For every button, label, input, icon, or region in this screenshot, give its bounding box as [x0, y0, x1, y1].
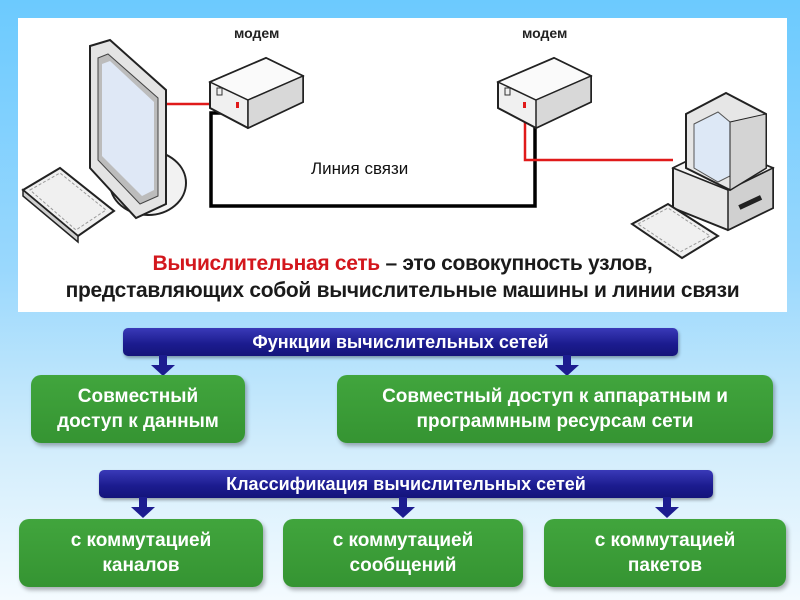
arrow-down-icon	[391, 497, 415, 518]
classification-header: Классификация вычислительных сетей	[99, 470, 713, 498]
function-box-line-2: программным ресурсам сети	[416, 411, 694, 432]
classification-box-line-2: сообщений	[349, 555, 457, 576]
network-definition: Вычислительная сеть – это совокупность у…	[18, 250, 787, 304]
function-box-line-1: Совместный доступ к аппаратным и	[382, 386, 728, 407]
classification-box-packet-switching: с коммутацией пакетов	[544, 519, 786, 587]
modem-right-icon	[496, 56, 593, 130]
function-box-shared-data: Совместный доступ к данным	[31, 375, 245, 443]
modem-left-label: модем	[234, 25, 280, 41]
classification-box-line-2: каналов	[102, 555, 180, 576]
definition-term: Вычислительная сеть	[152, 252, 381, 275]
classification-box-line-1: с коммутацией	[594, 530, 736, 551]
function-box-line-1: Совместный	[77, 386, 199, 407]
network-illustration	[21, 38, 775, 260]
classification-box-line-1: с коммутацией	[70, 530, 212, 551]
keyboard-right-icon	[630, 202, 720, 260]
keyboard-icon	[21, 166, 116, 244]
definition-text-1: – это совокупность узлов,	[379, 252, 653, 275]
arrow-down-icon	[555, 355, 579, 376]
modem-left-icon	[208, 56, 305, 130]
black-cable	[209, 110, 537, 208]
classification-box-line-2: пакетов	[627, 555, 703, 576]
network-illustration-panel: модем модем Линия связи Вычислительная с…	[18, 18, 787, 312]
arrow-down-icon	[151, 355, 175, 376]
monitor-icon	[89, 38, 187, 220]
functions-header: Функции вычислительных сетей	[123, 328, 678, 356]
definition-line-1: Вычислительная сеть – это совокупность у…	[18, 250, 787, 277]
arrow-down-icon	[655, 497, 679, 518]
classification-box-message-switching: с коммутацией сообщений	[283, 519, 523, 587]
arrow-down-icon	[131, 497, 155, 518]
function-box-shared-resources: Совместный доступ к аппаратным и программ…	[337, 375, 773, 443]
desktop-computer-icon	[671, 91, 775, 232]
definition-line-2: представляющих собой вычислительные маши…	[65, 279, 740, 302]
classification-box-circuit-switching: с коммутацией каналов	[19, 519, 263, 587]
function-box-line-2: доступ к данным	[57, 411, 219, 432]
red-cable-right	[523, 106, 673, 162]
classification-box-line-1: с коммутацией	[332, 530, 474, 551]
communication-line-label: Линия связи	[311, 159, 409, 178]
modem-right-label: модем	[522, 25, 568, 41]
